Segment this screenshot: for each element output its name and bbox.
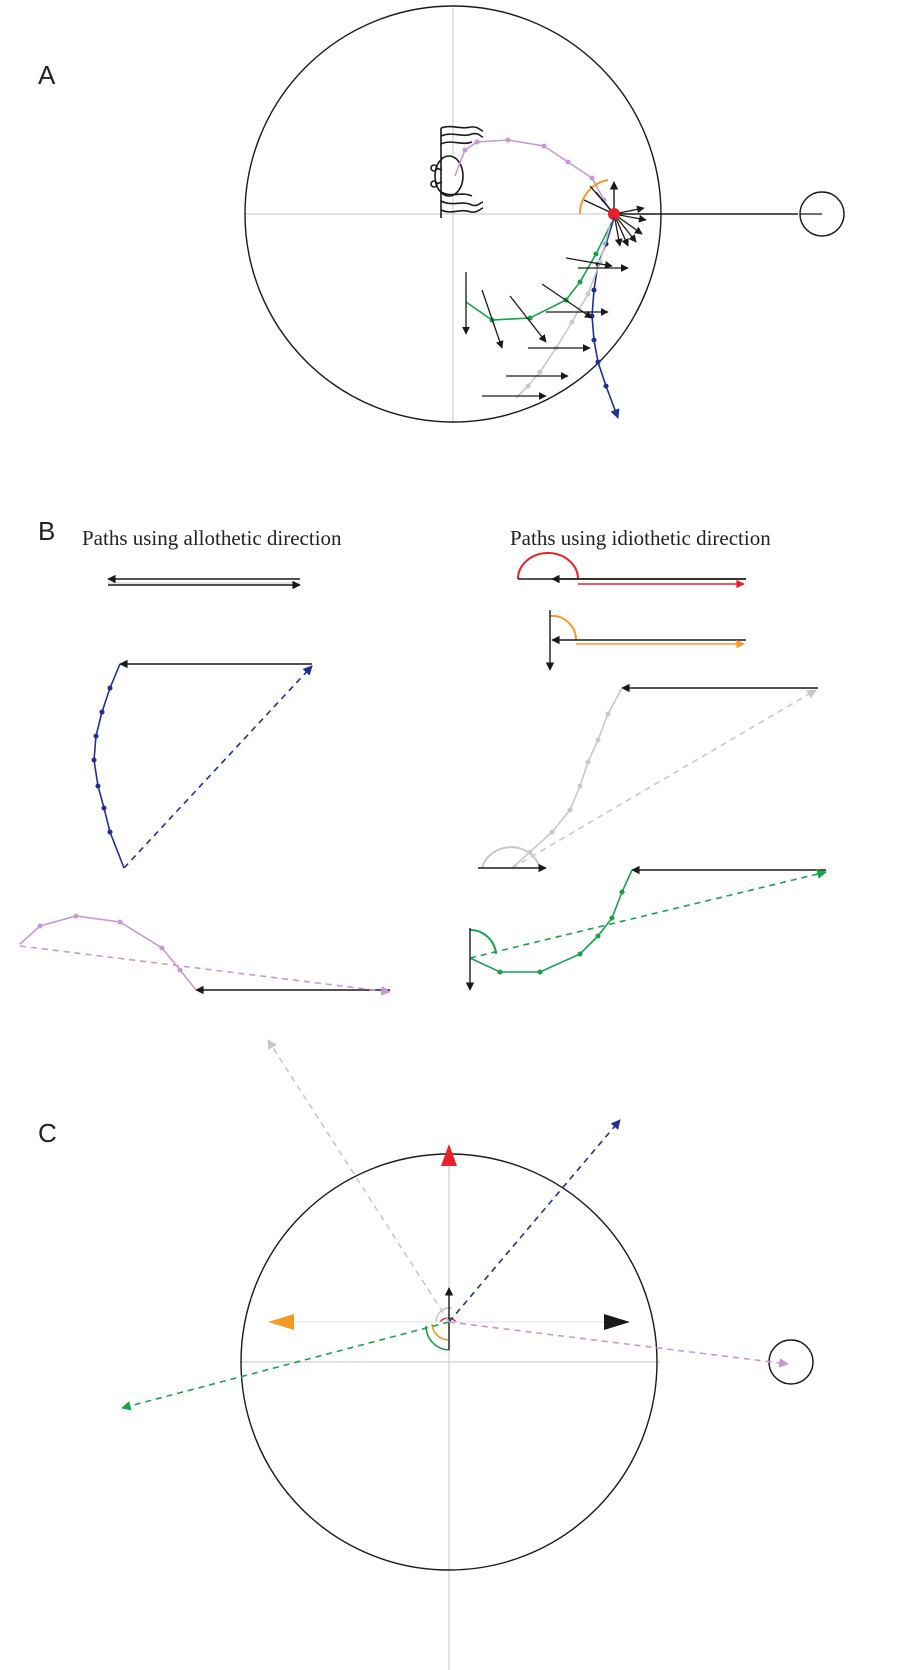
blue-homing-vector (448, 1119, 621, 1323)
panel-c-arena (240, 1148, 660, 1670)
idiothetic-orange-path (545, 610, 746, 671)
idiothetic-caption: Paths using idiothetic direction (510, 526, 771, 550)
black-vector-head (604, 1314, 630, 1330)
orange-vector-head (268, 1314, 294, 1330)
path-heading-arrows (462, 257, 629, 400)
allothetic-blue-path (91, 659, 313, 869)
blue-path-panel-a (589, 217, 620, 419)
allothetic-purple-path (19, 913, 391, 996)
red-vector-head (441, 1144, 457, 1166)
feeding-point-marker (608, 208, 620, 220)
gray-homing-vector (267, 1039, 450, 1323)
orange-heading-arc (578, 179, 609, 215)
origin-heading-arcs (425, 1307, 457, 1351)
panel-a: A (38, 5, 845, 423)
idiothetic-red-path (517, 552, 746, 589)
panel-c: C (38, 1039, 814, 1670)
gray-path-panel-a (515, 225, 611, 399)
panel-b-label: B (38, 516, 55, 546)
green-homing-vector (121, 1321, 450, 1411)
burrow-circle (768, 1339, 814, 1385)
allothetic-caption: Paths using allothetic direction (82, 526, 342, 550)
panel-a-arena (244, 5, 662, 423)
panel-b: B Paths using allothetic direction Paths… (19, 516, 827, 996)
panel-c-label: C (38, 1118, 57, 1148)
purple-path-panel-a (454, 137, 613, 215)
idiothetic-gray-path (478, 683, 818, 873)
panel-a-label: A (38, 60, 56, 90)
idiothetic-green-path (465, 865, 827, 991)
purple-homing-vector (448, 1321, 789, 1368)
allothetic-straight-path (107, 574, 301, 590)
